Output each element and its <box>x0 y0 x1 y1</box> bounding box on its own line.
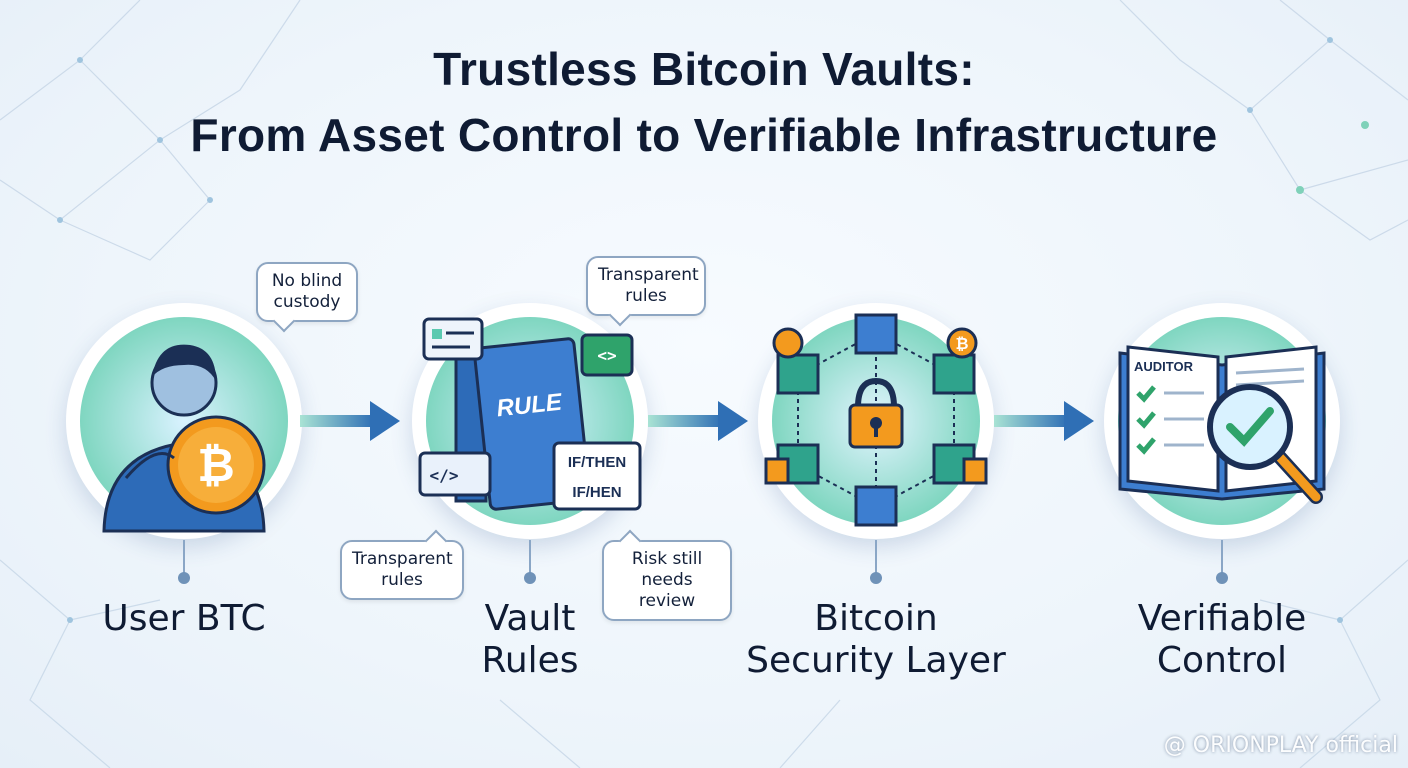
callout-text: custody <box>273 292 341 312</box>
callout-transparent-rules-top: Transparent rules <box>586 256 706 316</box>
callout-text: No blind <box>271 271 343 291</box>
stage-label-line: Rules <box>481 640 579 681</box>
stage-label-line: Security Layer <box>746 640 1006 681</box>
stem-dot-3 <box>870 572 882 584</box>
callout-text: needs review <box>638 570 696 611</box>
stem-2 <box>529 540 531 574</box>
callout-text: Transparent <box>352 549 453 569</box>
callout-risk-review: Risk still needs review <box>602 540 732 621</box>
callout-text: Transparent <box>598 265 699 285</box>
callout-text: rules <box>625 286 667 306</box>
svg-text:</>: </> <box>430 466 459 485</box>
stem-1 <box>183 540 185 574</box>
flow-arrow-3 <box>994 401 1094 441</box>
svg-text:<>: <> <box>597 346 616 365</box>
callout-no-blind-custody: No blind custody <box>256 262 358 322</box>
stem-3 <box>875 540 877 574</box>
callout-text: Risk still <box>631 549 703 569</box>
title-line-1: Trustless Bitcoin Vaults: <box>433 43 975 95</box>
stage-label-security-layer: Bitcoin Security Layer <box>716 598 1036 682</box>
stage-label-line: Vault <box>484 598 576 639</box>
stage-label-verifiable-control: Verifiable Control <box>1062 598 1382 682</box>
stage-vault-rules-circle: RULE </> IF/THEN IF/HEN <> <box>412 303 648 539</box>
stage-label-vault-rules: Vault Rules <box>370 598 690 682</box>
stage-label-user-btc: User BTC <box>102 598 266 639</box>
stage-label-line: Verifiable <box>1137 598 1307 639</box>
svg-text:₿: ₿ <box>197 438 235 492</box>
callout-transparent-rules-bottom: Transparent rules <box>340 540 464 600</box>
stage-security-layer-circle: ₿ <box>758 303 994 539</box>
rule-book-icon: RULE </> IF/THEN IF/HEN <> <box>418 317 642 525</box>
watermark: @ ORIONPLAY official <box>1163 733 1398 758</box>
stem-dot-4 <box>1216 572 1228 584</box>
stem-4 <box>1221 540 1223 574</box>
svg-text:AUDITOR: AUDITOR <box>1134 359 1194 374</box>
person-holding-bitcoin-icon: ₿ <box>80 317 288 533</box>
flow-arrow-1 <box>300 401 400 441</box>
flow-arrow-2 <box>648 401 748 441</box>
stage-user-btc-circle: ₿ <box>66 303 302 539</box>
stem-dot-1 <box>178 572 190 584</box>
title-line-2: From Asset Control to Verifiable Infrast… <box>190 109 1218 161</box>
svg-text:₿: ₿ <box>955 334 968 353</box>
stem-dot-2 <box>524 572 536 584</box>
auditor-magnifier-icon: AUDITOR <box>1118 317 1326 525</box>
stage-label-line: Control <box>1156 640 1288 681</box>
stage-verifiable-control-circle: AUDITOR <box>1104 303 1340 539</box>
svg-text:IF/HEN: IF/HEN <box>572 484 621 501</box>
callout-text: rules <box>381 570 423 590</box>
stage-label-line: Bitcoin <box>814 598 938 639</box>
blockchain-lock-icon: ₿ <box>764 313 988 527</box>
svg-text:IF/THEN: IF/THEN <box>568 454 626 471</box>
